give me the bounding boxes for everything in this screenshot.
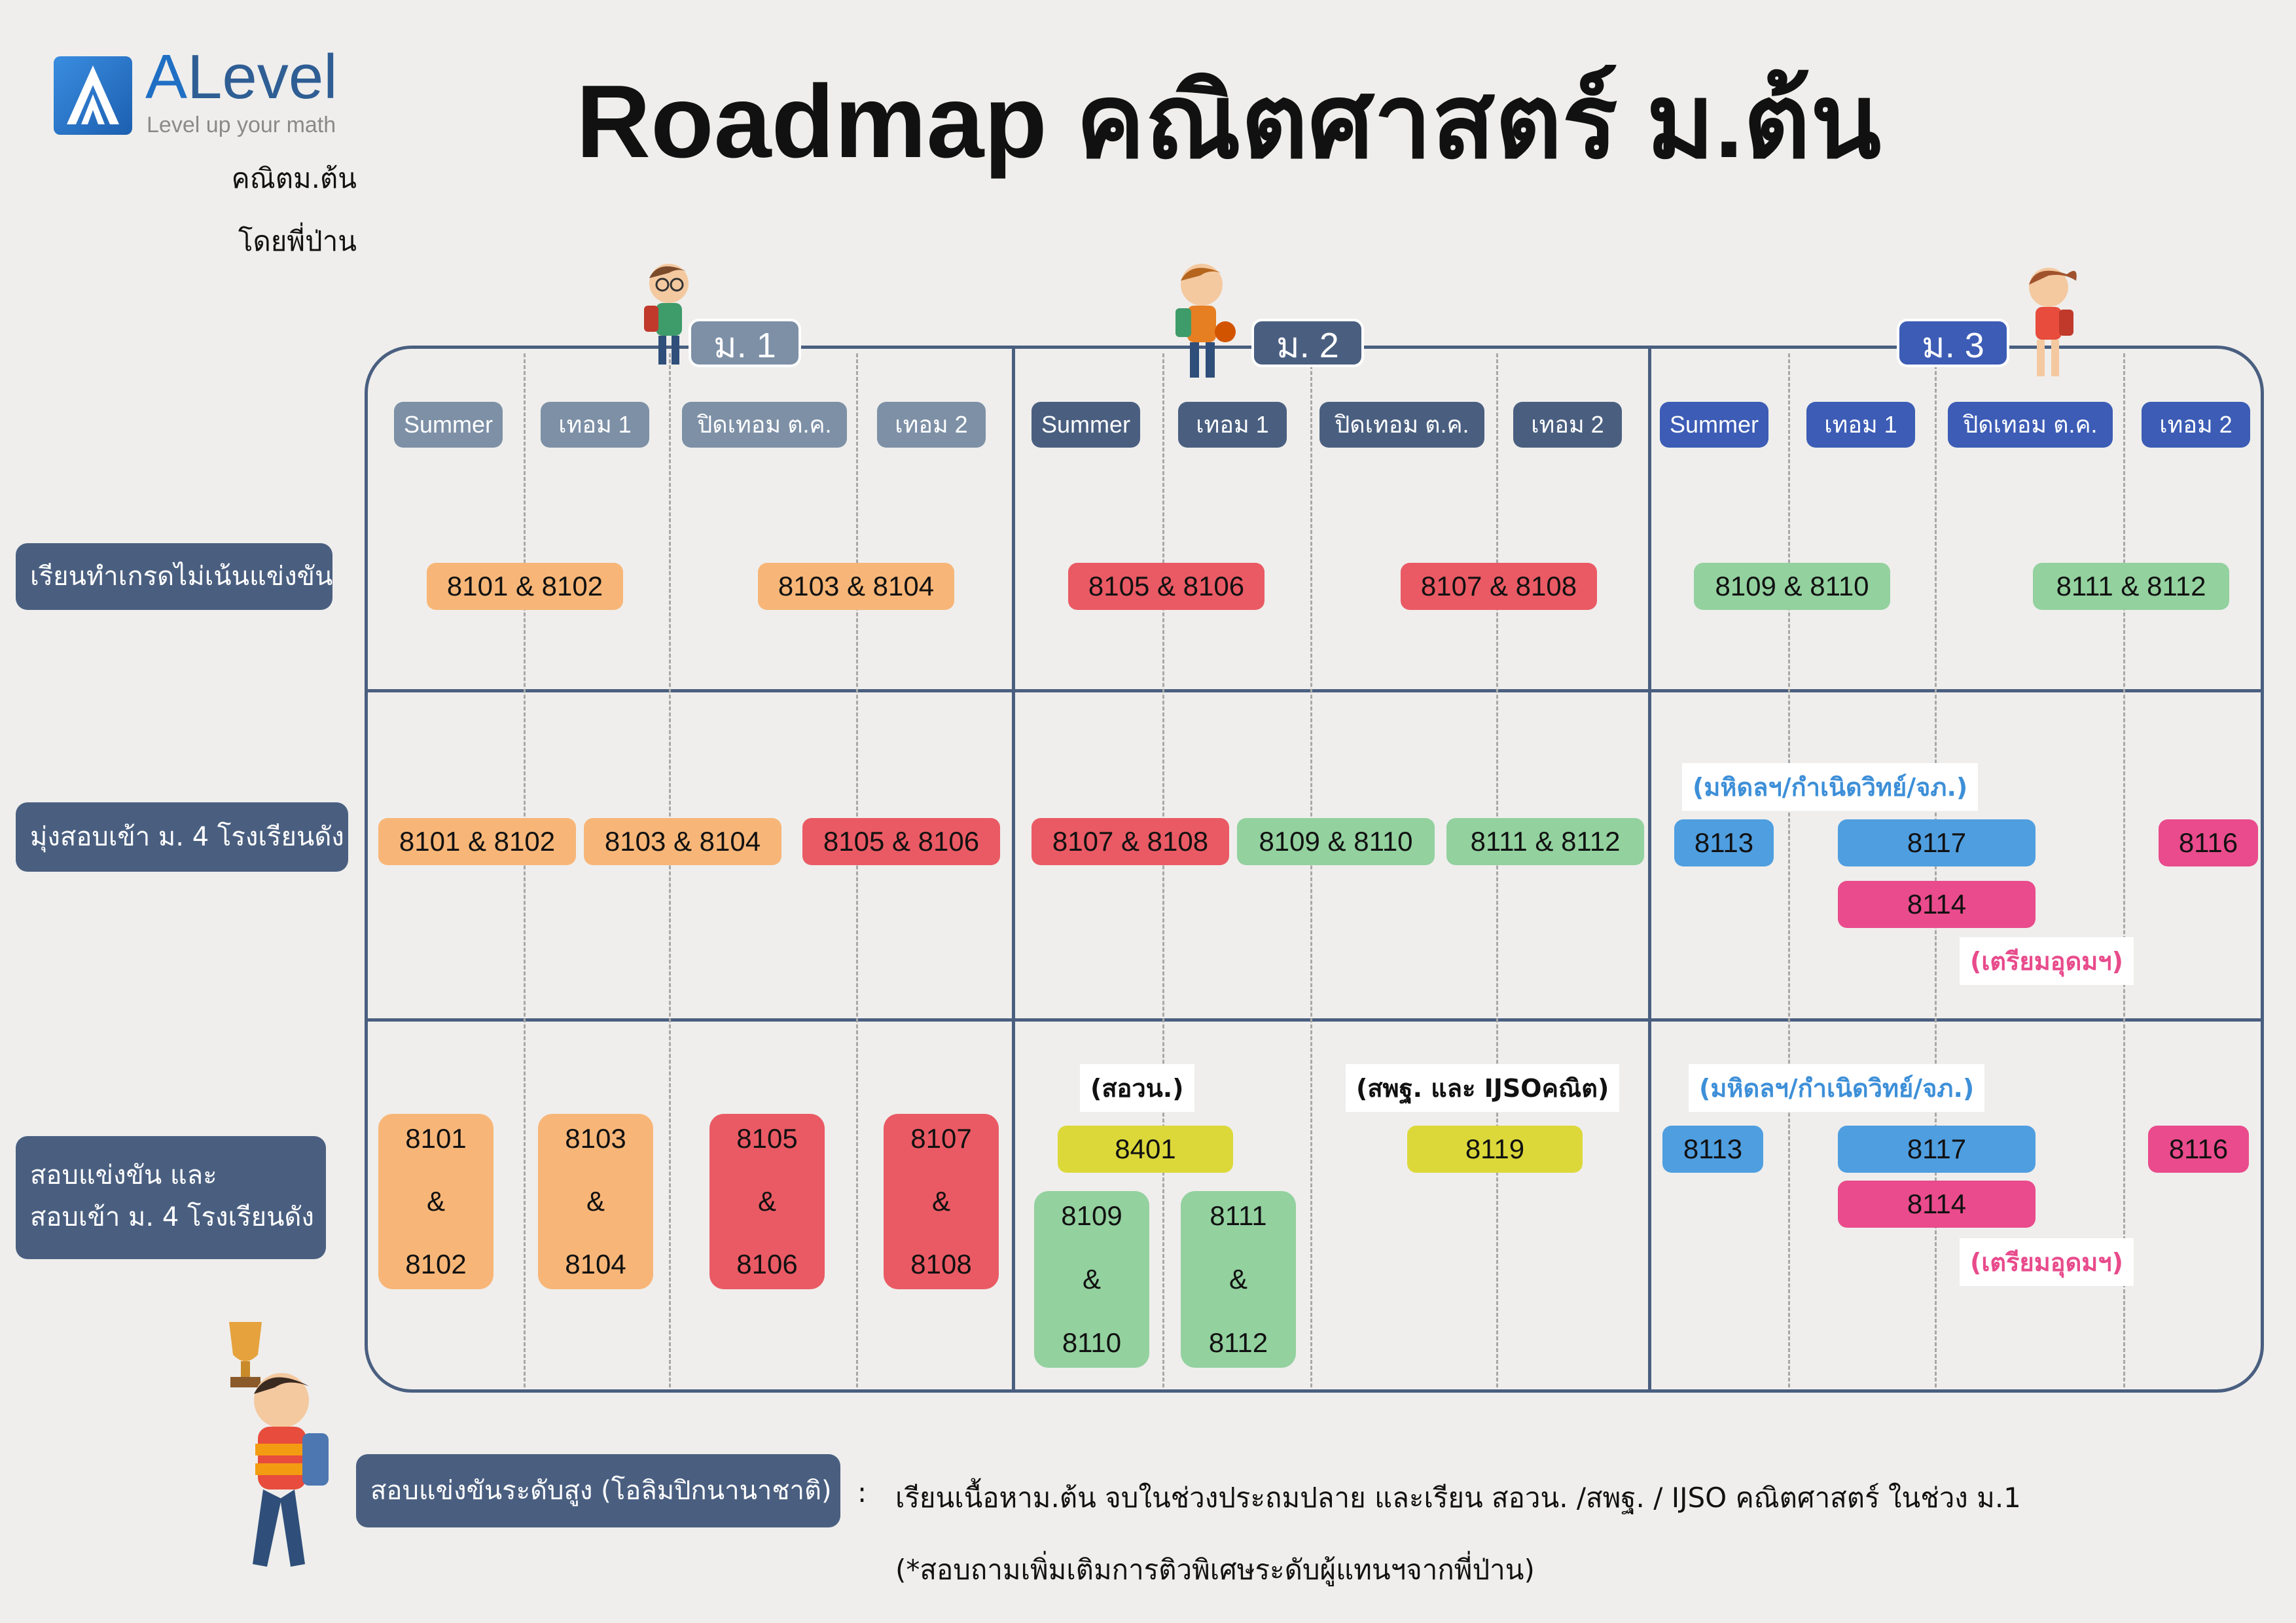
course-8109-8110[interactable]: 8109 & 8110: [1694, 563, 1890, 610]
course-8107-8108[interactable]: 8107 & 8108: [1031, 818, 1229, 865]
period-m3-summer: Summer: [1660, 402, 1768, 448]
period-divider: [1162, 353, 1164, 1387]
row-label-competition-track: สอบแข่งขัน และ สอบเข้า ม. 4 โรงเรียนดัง: [16, 1136, 326, 1259]
period-m3-term2: เทอม 2: [2142, 402, 2250, 448]
course-8103-8104[interactable]: 8103 & 8104: [758, 563, 954, 610]
row-divider: [365, 689, 2264, 692]
note-mahidol-kamnoetvidya-cp: (มหิดลฯ/กำเนิดวิทย์/จภ.): [1689, 1064, 1985, 1112]
ampersand: &: [426, 1186, 445, 1217]
period-divider: [2123, 353, 2125, 1387]
course-8107-8108[interactable]: 8107 & 8108: [1401, 563, 1597, 610]
note-triam-udom: (เตรียมอุดมฯ): [1960, 937, 2134, 985]
course-code: 8105: [736, 1123, 798, 1154]
course-8119[interactable]: 8119: [1407, 1126, 1583, 1173]
course-box-8111-8112[interactable]: 8111 & 8112: [1181, 1191, 1296, 1368]
course-code: 8108: [910, 1249, 972, 1279]
course-box-8107-8108[interactable]: 8107 & 8108: [884, 1114, 999, 1289]
grade-divider: [1012, 346, 1015, 1393]
footer-note: (*สอบถามเพิ่มเติมการติวพิเศษระดับผู้แทนฯ…: [895, 1554, 1535, 1586]
course-code: 8104: [565, 1249, 626, 1279]
note-mahidol-kamnoetvidya-cp: (มหิดลฯ/กำเนิดวิทย์/จภ.): [1682, 763, 1979, 811]
course-8113[interactable]: 8113: [1674, 819, 1774, 866]
footer-label-olympiad: สอบแข่งขันระดับสูง (โอลิมปิกนานาชาติ): [356, 1454, 840, 1527]
course-code: 8109: [1061, 1200, 1122, 1231]
grade-divider: [1648, 346, 1651, 1393]
period-divider: [669, 353, 671, 1387]
page-title: Roadmap คณิตศาสตร์ ม.ต้น: [576, 64, 1882, 179]
course-8105-8106[interactable]: 8105 & 8106: [802, 818, 1000, 865]
course-8101-8102[interactable]: 8101 & 8102: [427, 563, 623, 610]
row-divider: [365, 1018, 2264, 1022]
course-code: 8110: [1062, 1327, 1122, 1358]
brand-tagline: Level up your math: [147, 113, 336, 137]
ampersand: &: [1229, 1264, 1247, 1294]
grade-badge-m1: ม. 1: [689, 319, 801, 367]
course-box-8103-8104[interactable]: 8103 & 8104: [538, 1114, 653, 1289]
course-8105-8106[interactable]: 8105 & 8106: [1068, 563, 1265, 610]
period-m3-term1: เทอม 1: [1806, 402, 1915, 448]
course-code: 8107: [910, 1123, 972, 1154]
period-m3-october-break: ปิดเทอม ต.ค.: [1948, 402, 2113, 448]
course-8109-8110[interactable]: 8109 & 8110: [1237, 818, 1435, 865]
course-8114[interactable]: 8114: [1838, 881, 2036, 928]
subtitle-teacher: โดยพี่ป่าน: [238, 225, 357, 257]
course-8401[interactable]: 8401: [1058, 1126, 1233, 1173]
course-8116[interactable]: 8116: [2148, 1126, 2249, 1173]
period-m1-summer: Summer: [394, 402, 503, 448]
course-8111-8112[interactable]: 8111 & 8112: [1446, 818, 1644, 865]
ampersand: &: [757, 1186, 776, 1217]
grade-badge-m2: ม. 2: [1251, 319, 1364, 367]
period-m2-summer: Summer: [1031, 402, 1140, 448]
note-triam-udom: (เตรียมอุดมฯ): [1960, 1238, 2134, 1286]
row-label-grades-track: เรียนทำเกรดไม่เน้นแข่งขัน: [16, 543, 332, 610]
ampersand: &: [931, 1186, 950, 1217]
period-m2-term2: เทอม 2: [1513, 402, 1622, 448]
student-boy-m1-illustration: [644, 264, 689, 365]
course-8111-8112[interactable]: 8111 & 8112: [2033, 563, 2229, 610]
course-box-8105-8106[interactable]: 8105 & 8106: [709, 1114, 825, 1289]
grade-badge-m3: ม. 3: [1897, 319, 2009, 367]
ampersand: &: [1082, 1264, 1101, 1294]
course-8117[interactable]: 8117: [1838, 1126, 2036, 1173]
footer-colon: :: [857, 1476, 867, 1508]
period-divider: [1496, 353, 1498, 1387]
course-8116[interactable]: 8116: [2159, 819, 2258, 866]
footer-description: เรียนเนื้อหาม.ต้น จบในช่วงประถมปลาย และเ…: [895, 1482, 2021, 1514]
course-box-8109-8110[interactable]: 8109 & 8110: [1034, 1191, 1149, 1368]
student-boy-m2-illustration: [1175, 264, 1236, 378]
alevel-logo-icon: [54, 56, 132, 135]
course-8113[interactable]: 8113: [1662, 1126, 1763, 1173]
row-label-line: สอบเข้า ม. 4 โรงเรียนดัง: [30, 1202, 314, 1232]
period-divider: [1788, 353, 1790, 1387]
period-divider: [524, 353, 526, 1387]
course-code: 8102: [405, 1249, 467, 1279]
period-m2-term1: เทอม 1: [1178, 402, 1287, 448]
period-divider: [856, 353, 858, 1387]
course-code: 8111: [1210, 1200, 1267, 1231]
student-girl-m3-illustration: [2029, 268, 2077, 376]
period-m2-october-break: ปิดเทอม ต.ค.: [1319, 402, 1484, 448]
note-sawon: (สอวน.): [1080, 1064, 1194, 1112]
course-box-8101-8102[interactable]: 8101 & 8102: [378, 1114, 493, 1289]
course-code: 8101: [405, 1123, 467, 1154]
course-code: 8103: [565, 1123, 626, 1154]
period-m1-october-break: ปิดเทอม ต.ค.: [682, 402, 847, 448]
course-8117[interactable]: 8117: [1838, 819, 2036, 866]
period-m1-term2: เทอม 2: [877, 402, 986, 448]
ampersand: &: [586, 1186, 605, 1217]
course-code: 8106: [736, 1249, 798, 1279]
subtitle-course: คณิตม.ต้น: [231, 162, 357, 194]
brand-name: ALevel: [145, 42, 338, 112]
note-spt-ijso: (สพฐ. และ IJSOคณิต): [1346, 1064, 1620, 1112]
course-code: 8112: [1208, 1327, 1268, 1358]
row-label-line: สอบแข่งขัน และ: [30, 1160, 217, 1190]
course-8114[interactable]: 8114: [1838, 1181, 2036, 1228]
row-label-m4-entrance-track: มุ่งสอบเข้า ม. 4 โรงเรียนดัง: [16, 802, 348, 872]
course-8103-8104[interactable]: 8103 & 8104: [584, 818, 781, 865]
period-m1-term1: เทอม 1: [541, 402, 649, 448]
period-divider: [1935, 353, 1937, 1387]
period-divider: [1310, 353, 1312, 1387]
course-8101-8102[interactable]: 8101 & 8102: [378, 818, 576, 865]
trophy-student-illustration: [229, 1322, 329, 1567]
